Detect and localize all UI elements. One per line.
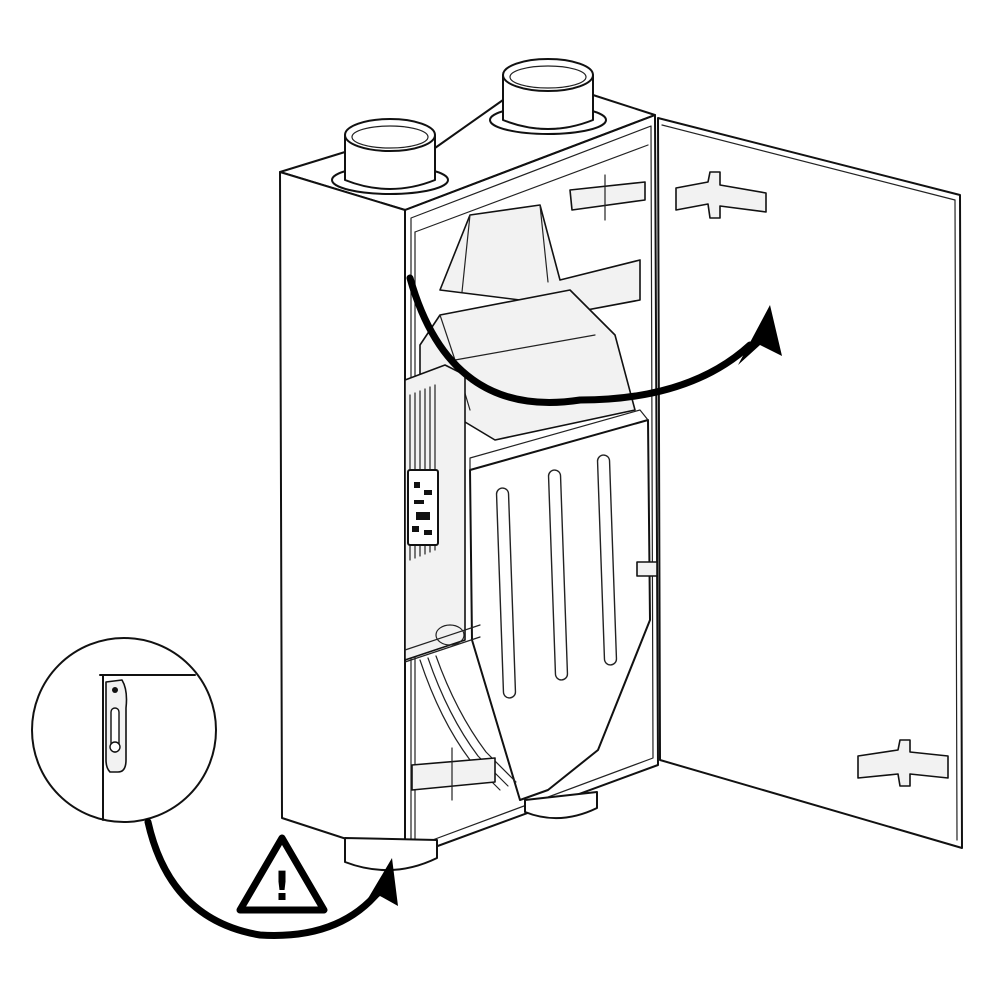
detail-pointer-arrow (144, 818, 398, 939)
top-duct-right (489, 58, 607, 135)
open-door (636, 117, 963, 849)
warning-triangle-icon: ! (236, 834, 328, 914)
top-duct-left (331, 118, 449, 195)
warning-exclamation: ! (273, 864, 291, 910)
door-open-arrow (406, 274, 782, 406)
magnifier-detail-circle (31, 637, 217, 823)
bottom-duct-left (344, 837, 438, 871)
cabinet-interior (404, 144, 651, 846)
bottom-duct-right (524, 791, 598, 820)
